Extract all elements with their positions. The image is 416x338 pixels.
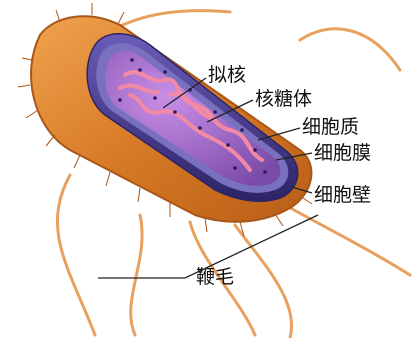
flagellum-strand <box>235 225 292 338</box>
label-flagellum: 鞭毛 <box>196 266 234 288</box>
label-cytoplasm: 细胞质 <box>302 116 359 138</box>
flagellum-strand <box>300 29 400 70</box>
label-nucleoid: 拟核 <box>208 64 246 86</box>
flagellum-strand <box>57 175 95 335</box>
flagellum-strand <box>285 205 410 275</box>
label-ribosome: 核糖体 <box>255 88 312 110</box>
flagellum-strand <box>131 215 142 335</box>
label-cell-wall: 细胞壁 <box>314 184 371 206</box>
label-membrane: 细胞膜 <box>314 142 371 164</box>
